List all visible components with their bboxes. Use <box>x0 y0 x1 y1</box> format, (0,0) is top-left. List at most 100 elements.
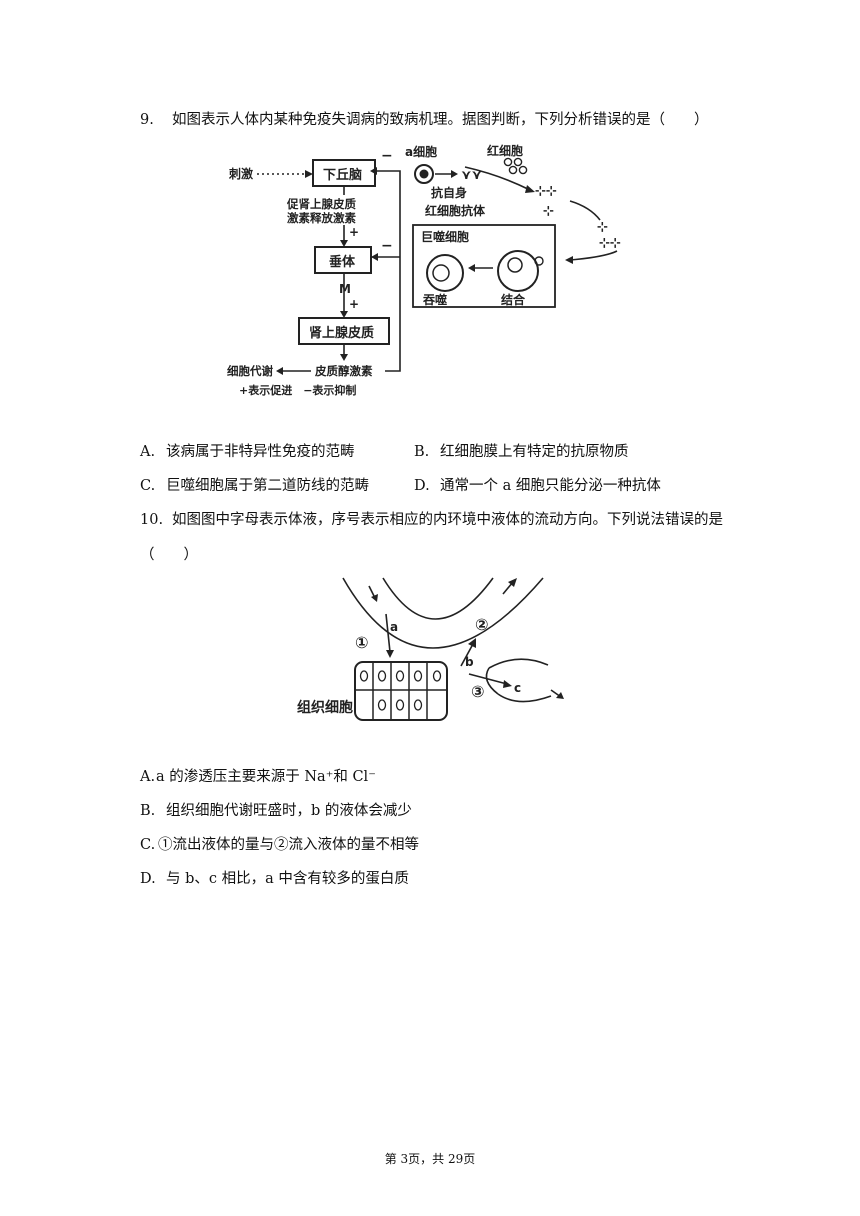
arrowhead <box>340 240 348 247</box>
legend-text: +表示促进 −表示抑制 <box>239 383 356 397</box>
flow-curve <box>569 200 601 221</box>
bound-rbc-icon: ⊹⊹ <box>599 236 621 251</box>
question-10-stem-cont: （ ） <box>140 545 198 565</box>
bound-rbc-icon: ⊹ <box>597 220 608 235</box>
capillary-inner-wall <box>382 577 494 620</box>
question-number: 9. <box>140 112 154 128</box>
stimulus-label: 刺激 <box>228 166 253 181</box>
arrowhead <box>371 253 378 261</box>
page-footer: 第 3页，共 29页 <box>384 1152 476 1166</box>
option-letter: A. <box>140 444 156 460</box>
arrowhead <box>370 167 377 175</box>
arrowhead <box>503 680 512 688</box>
arrowhead <box>371 594 378 602</box>
arrowhead <box>556 692 564 699</box>
lymph-vessel-end <box>485 667 499 695</box>
cell-metabolism-label: 细胞代谢 <box>227 364 273 378</box>
arrowhead <box>565 256 573 264</box>
option-text: 巨噬细胞属于第二道防线的范畴 <box>166 478 369 494</box>
question-text: 如图表示人体内某种免疫失调病的致病机理。据图判断，下列分析错误的是（ ） <box>172 112 709 128</box>
capillary-outer-wall <box>342 577 544 649</box>
minus-sign: − <box>381 148 393 164</box>
rbc-icon <box>513 157 523 167</box>
option-a: A. 该病属于非特异性免疫的范畴 <box>140 442 355 462</box>
rbc-icon <box>508 165 518 175</box>
option-letter: A. <box>140 769 156 785</box>
arrowhead <box>468 638 476 648</box>
option-letter: B. <box>140 803 156 819</box>
lymph-vessel-bottom <box>497 693 552 703</box>
option-text: 红细胞膜上有特定的抗原物质 <box>440 444 629 460</box>
flow-curve <box>464 166 531 191</box>
label-3: ③ <box>471 682 485 701</box>
arrowhead <box>508 578 517 587</box>
option-letter: C. <box>140 478 156 494</box>
option-d: D. 通常一个 a 细胞只能分泌一种抗体 <box>414 476 661 496</box>
option-letter: D. <box>414 478 430 494</box>
rbc-label: 红细胞 <box>487 143 523 158</box>
feedback-line <box>375 170 401 372</box>
bind-cell-icon <box>497 250 539 292</box>
pituitary-label: 垂体 <box>329 254 356 270</box>
option-a: A.a 的渗透压主要来源于 Na⁺和 Cl⁻ <box>140 767 376 787</box>
option-text: a 的渗透压主要来源于 Na⁺和 Cl⁻ <box>156 769 376 785</box>
label-a: a <box>390 620 398 634</box>
adrenal-cortex-box <box>298 317 390 345</box>
lymph-vessel-top <box>488 658 549 669</box>
flow-curve <box>569 250 618 261</box>
bind-label: 结合 <box>501 292 526 307</box>
tissue-cells-label: 组织细胞 <box>297 699 353 716</box>
tissue-cells-icon <box>354 661 448 721</box>
rbc-icon <box>534 256 544 266</box>
option-text: 组织细胞代谢旺盛时，b 的液体会减少 <box>166 803 412 819</box>
a-cell-label: a细胞 <box>405 144 437 159</box>
bound-rbc-icon: ⊹⊹ <box>535 184 557 199</box>
a-cell-nucleus <box>419 169 429 179</box>
rbc-icon <box>518 165 528 175</box>
minus-sign: − <box>381 238 393 254</box>
option-letter: D. <box>140 871 156 887</box>
hypothalamus-label: 下丘脑 <box>323 167 362 183</box>
option-c: C.①流出液体的量与②流入液体的量不相等 <box>140 835 419 855</box>
option-text: 通常一个 a 细胞只能分泌一种抗体 <box>440 478 661 494</box>
antibody-label-2: 红细胞抗体 <box>425 203 486 218</box>
immune-disorder-diagram: 刺激 下丘脑 促肾上腺皮质 激素释放激素 + 垂体 M + 肾上腺皮质 细胞代谢… <box>227 143 621 397</box>
question-text: 如图图中字母表示体液，序号表示相应的内环境中液体的流动方向。下列说法错误的是 <box>172 512 723 528</box>
question-9-stem: 9. 如图表示人体内某种免疫失调病的致病机理。据图判断，下列分析错误的是（ ） <box>140 110 709 130</box>
question-number: 10. <box>140 512 164 528</box>
crh-label-1: 促肾上腺皮质 <box>286 197 356 211</box>
option-text: 该病属于非特异性免疫的范畴 <box>166 444 355 460</box>
option-b: B. 组织细胞代谢旺盛时，b 的液体会减少 <box>140 801 412 821</box>
option-letter: C. <box>140 837 156 853</box>
label-b: b <box>465 655 474 669</box>
crh-label-2: 激素释放激素 <box>287 211 356 225</box>
option-letter: B. <box>414 444 430 460</box>
option-text: ①流出液体的量与②流入液体的量不相等 <box>158 837 419 853</box>
arrowhead <box>340 354 348 361</box>
engulfed-rbc-icon <box>432 264 450 282</box>
plus-sign: + <box>349 225 359 239</box>
engulf-cell-icon <box>426 254 464 292</box>
label-2: ② <box>475 615 489 634</box>
antibody-label-1: 抗自身 <box>431 185 467 200</box>
macrophage-box <box>412 224 556 308</box>
rbc-icon <box>503 157 513 167</box>
body-fluid-diagram: a ① ② b ③ c 组织细胞 <box>297 577 564 721</box>
adrenal-cortex-label: 肾上腺皮质 <box>309 325 374 341</box>
label-1: ① <box>355 633 369 652</box>
pituitary-box <box>314 246 372 274</box>
arrowhead <box>525 185 535 193</box>
macrophage-label: 巨噬细胞 <box>421 229 469 244</box>
option-c: C. 巨噬细胞属于第二道防线的范畴 <box>140 476 369 496</box>
engulf-label: 吞噬 <box>423 292 447 307</box>
option-text: 与 b、c 相比，a 中含有较多的蛋白质 <box>166 871 409 887</box>
label-c: c <box>514 681 521 695</box>
flow-arrow-2 <box>460 643 474 667</box>
arrowhead <box>468 264 475 272</box>
bound-rbc-icon <box>507 257 523 273</box>
arrowhead <box>276 367 283 375</box>
plus-sign: + <box>349 297 359 311</box>
m-label: M <box>339 282 351 296</box>
option-b: B. 红细胞膜上有特定的抗原物质 <box>414 442 629 462</box>
option-d: D. 与 b、c 相比，a 中含有较多的蛋白质 <box>140 869 409 889</box>
